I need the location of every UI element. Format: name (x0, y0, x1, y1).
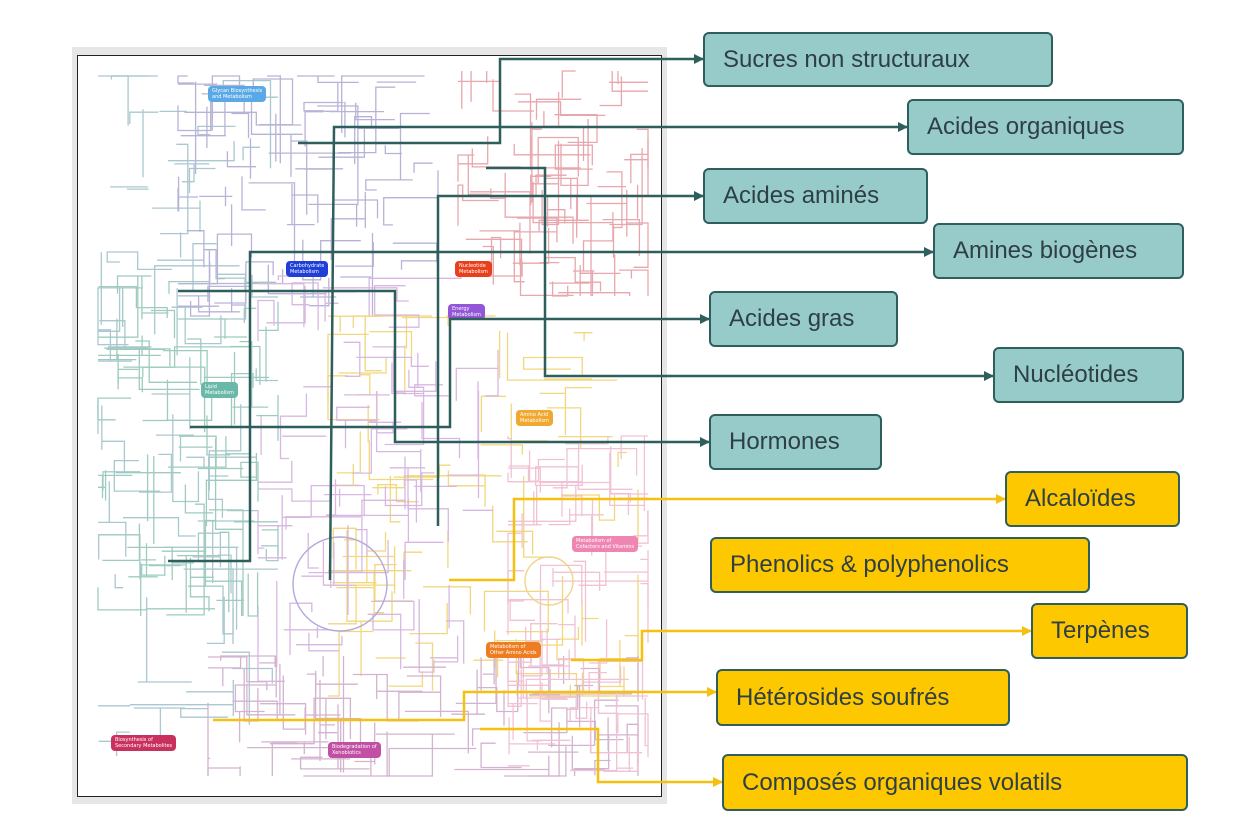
region-label-glycan: Glycan Biosynthesis and Metabolism (208, 86, 267, 102)
region-label-xenobiotics: Biodegradation of Xenobiotics (328, 742, 381, 758)
pathway-cluster (177, 75, 439, 317)
category-box-acides-organiques: Acides organiques (907, 99, 1184, 155)
region-label-other-amino-acids: Metabolism of Other Amino Acids (486, 642, 541, 658)
region-label-cofactors: Metabolism of Cofactors and Vitamins (572, 536, 639, 552)
category-box-acides-amines: Acides aminés (703, 168, 928, 224)
category-box-heterosides-soufres: Hétérosides soufrés (716, 669, 1010, 726)
region-label-carbohydrate: Carbohydrate Metabolism (286, 261, 329, 277)
metabolic-map-frame: Glycan Biosynthesis and Metabolism Carbo… (72, 47, 667, 804)
category-box-acides-gras: Acides gras (709, 291, 898, 347)
region-label-amino-acid: Amino Acid Metabolism (516, 410, 553, 426)
category-box-hormones: Hormones (709, 414, 882, 470)
region-label-lipid: Lipid Metabolism (201, 382, 238, 398)
region-label-secondary-metabolites: Biosynthesis of Secondary Metabolites (111, 735, 177, 751)
pathway-cluster (327, 315, 639, 697)
category-box-terpenes: Terpènes (1031, 603, 1188, 659)
category-box-sucres: Sucres non structuraux (703, 32, 1053, 87)
pathway-cluster (257, 275, 499, 682)
metabolic-pathways-network (97, 70, 649, 777)
category-box-nucleotides: Nucléotides (993, 347, 1184, 403)
category-box-phenolics: Phenolics & polyphenolics (710, 537, 1090, 593)
category-box-composes-volatils: Composés organiques volatils (722, 754, 1188, 811)
region-label-energy: Energy Metabolism (448, 304, 485, 320)
category-box-alcaloides: Alcaloïdes (1005, 471, 1180, 527)
pathway-cycle (292, 536, 388, 632)
metabolic-map: Glycan Biosynthesis and Metabolism Carbo… (77, 55, 662, 797)
region-label-nucleotide: Nucleotide Metabolism (455, 261, 492, 277)
category-box-amines-biogenes: Amines biogènes (933, 223, 1184, 279)
